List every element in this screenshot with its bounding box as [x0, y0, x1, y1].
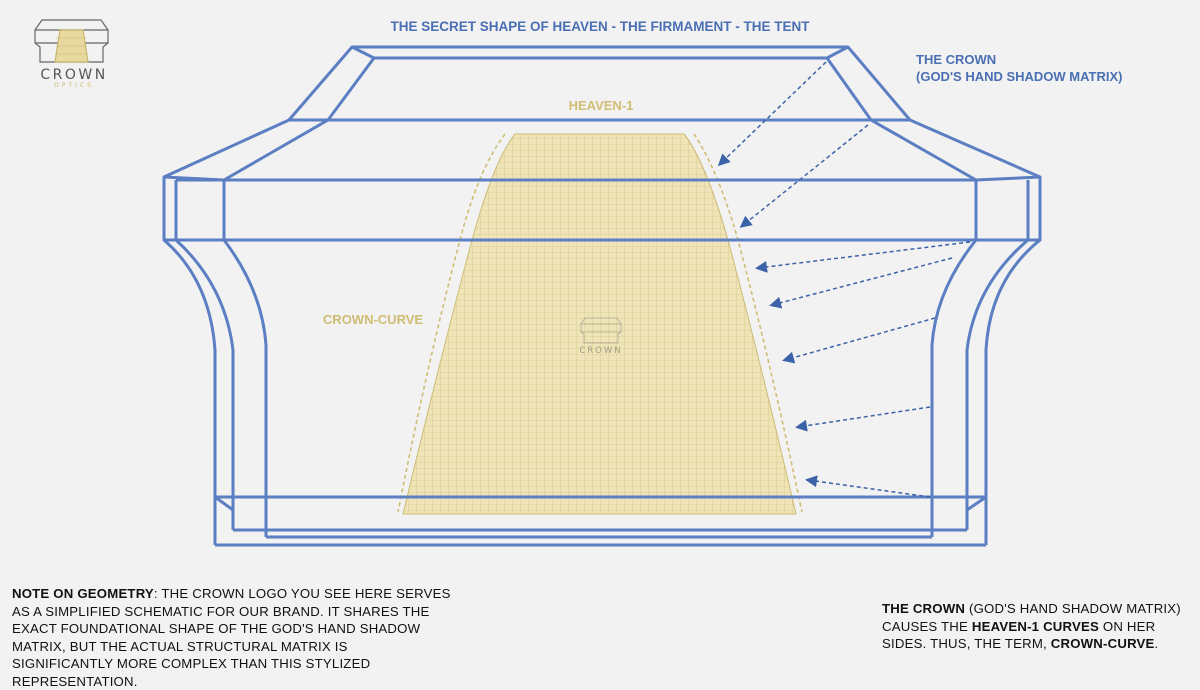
geometry-note: NOTE ON GEOMETRY: THE CROWN LOGO YOU SEE… [12, 585, 452, 690]
logo-name: CROWN [40, 67, 107, 83]
arrow-5 [782, 317, 936, 364]
crown-label-line1: THE CROWN [916, 52, 996, 67]
crown-outline [162, 45, 1042, 547]
heaven-1-label: HEAVEN-1 [569, 98, 634, 113]
diagram-title: THE SECRET SHAPE OF HEAVEN - THE FIRMAME… [390, 19, 810, 34]
note-bold-crown-curve: CROWN-CURVE [1050, 636, 1155, 651]
crown-curve-lines [397, 133, 803, 513]
note-text-1: (GOD'S HAND SHADOW MATRIX) CAUSES THE [882, 601, 1181, 634]
arrow-3 [755, 241, 971, 273]
arrow-6 [795, 406, 931, 432]
watermark-text: CROWN [579, 346, 622, 356]
crown-logo-icon [34, 19, 109, 63]
crown-curve-note: THE CROWN (GOD'S HAND SHADOW MATRIX) CAU… [882, 600, 1200, 653]
note-text-2: ON HER SIDES. THUS, THE TERM, [882, 618, 1156, 652]
arrow-7 [805, 475, 931, 498]
crown-label-line2: (GOD'S HAND SHADOW MATRIX) [916, 69, 1123, 84]
center-watermark-logo: CROWN [579, 317, 622, 356]
note-bold-heaven: HEAVEN-1 CURVES [971, 618, 1099, 634]
note-bold-crown: THE CROWN [882, 601, 966, 616]
logo-subtitle: OPTICS [54, 82, 94, 89]
crown-diagram: CROWN OPTICS THE SECRET SHAPE OF HEAVEN … [34, 19, 1123, 547]
geometry-note-text: : THE CROWN LOGO YOU SEE HERE SERVES AS … [12, 586, 451, 689]
note-text-3: . [1154, 636, 1159, 651]
arrow-1 [717, 61, 827, 167]
arrow-2 [739, 124, 869, 228]
geometry-note-heading: NOTE ON GEOMETRY [12, 586, 154, 601]
crown-curve-label: CROWN-CURVE [323, 312, 423, 327]
crown-optics-logo: CROWN OPTICS [34, 19, 109, 89]
arrow-4 [769, 257, 953, 309]
shadow-matrix-arrows [717, 61, 971, 498]
